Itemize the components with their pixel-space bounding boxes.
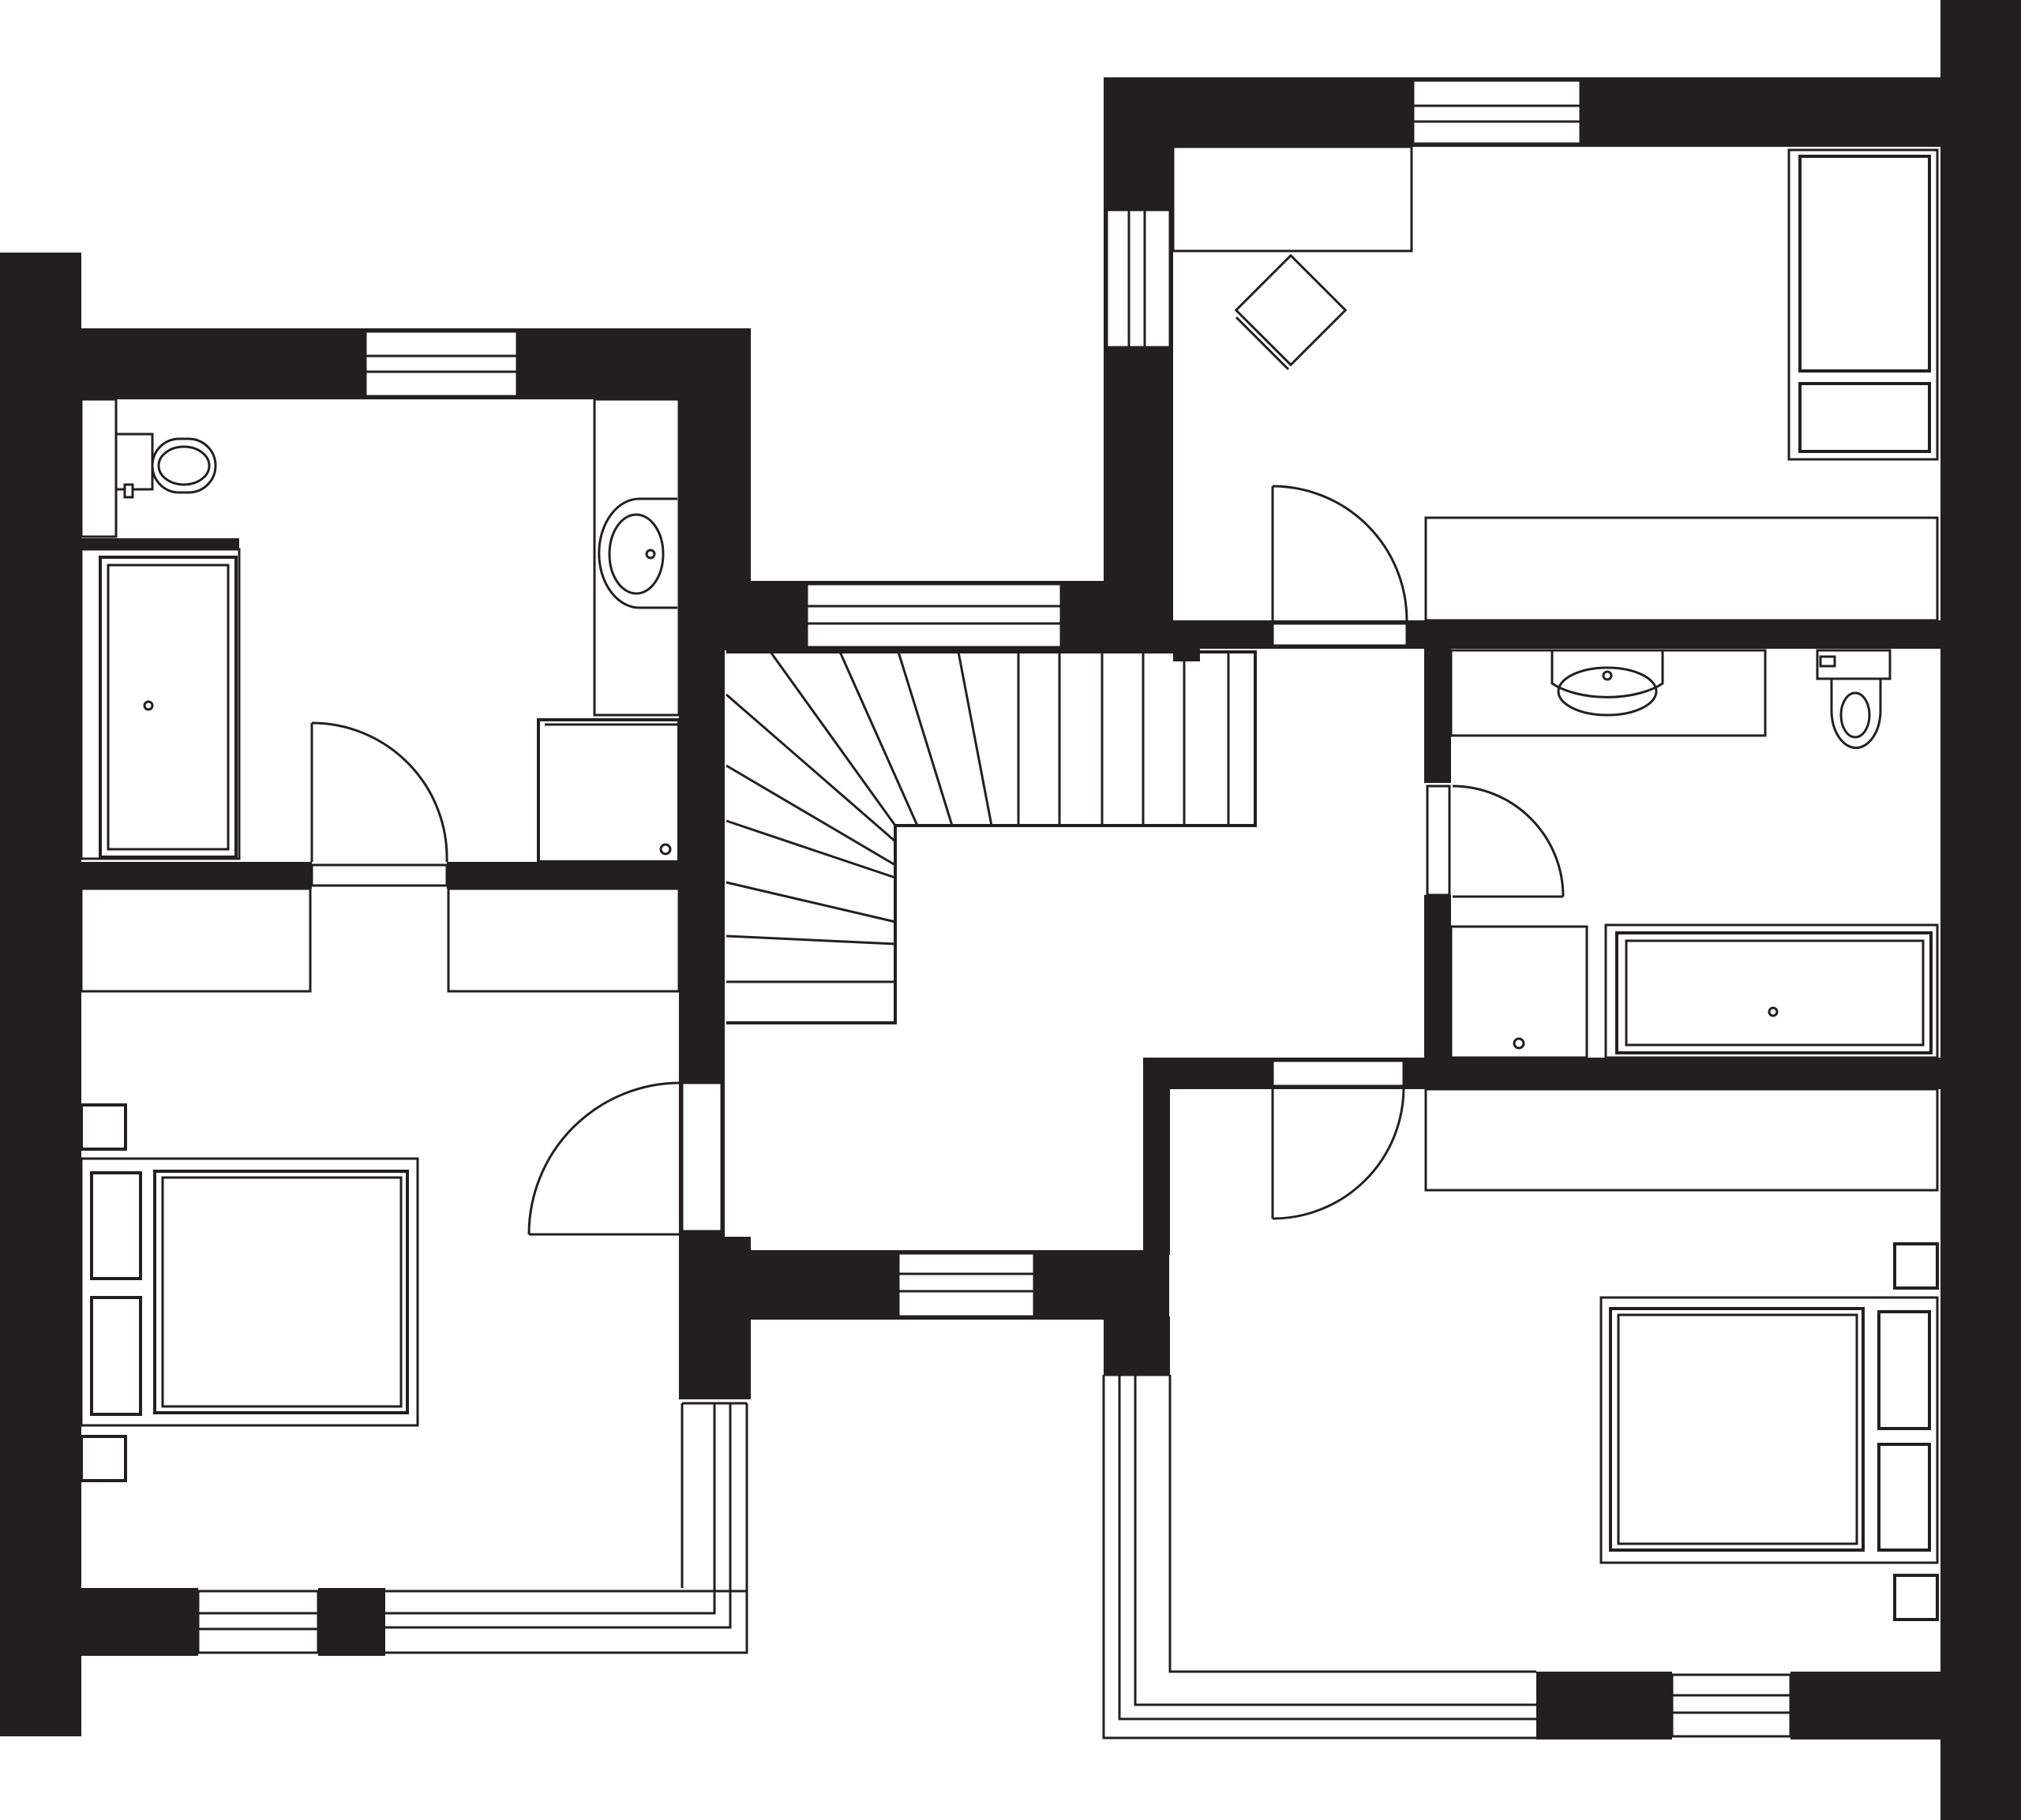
- closet-left-bath: [537, 718, 681, 863]
- door-study[interactable]: [1271, 485, 1408, 647]
- window-hall-bottom: [897, 1252, 1036, 1318]
- sofa-bed-study: [1787, 148, 1939, 461]
- door-right-bath[interactable]: [1426, 785, 1565, 898]
- bed-left: [80, 1103, 419, 1482]
- bed-right: [1599, 1242, 1939, 1621]
- toilet-right: [1816, 649, 1892, 750]
- door-left-bedroom[interactable]: [527, 1081, 723, 1236]
- staircase: [726, 650, 1257, 1024]
- window-left-corner: [385, 1402, 748, 1654]
- window-hall-top: [805, 582, 1063, 649]
- wardrobe-right: [1424, 1088, 1939, 1192]
- window-left-top: [364, 330, 519, 398]
- window-right-bottom: [1670, 1673, 1792, 1738]
- toilet-left: [80, 398, 217, 538]
- bathtub-right: [1604, 923, 1939, 1059]
- closet-right-bath: [1449, 925, 1588, 1059]
- chair: [1234, 253, 1348, 371]
- desk: [1172, 145, 1413, 253]
- right-bedroom-walls: [1104, 1058, 1940, 1739]
- door-right-bedroom[interactable]: [1271, 1059, 1405, 1220]
- shelf-study: [1424, 516, 1939, 622]
- window-study-top: [1412, 79, 1582, 145]
- window-left-bottom-1: [197, 1590, 320, 1654]
- sink-left: [593, 398, 681, 717]
- counter-right-bath: [1449, 649, 1767, 737]
- window-right-corner: [1102, 1373, 1536, 1739]
- bathtub-left: [80, 548, 241, 860]
- door-left-bath[interactable]: [310, 721, 448, 887]
- stair-hall-walls: [679, 581, 1173, 1320]
- wardrobe-left: [80, 887, 681, 993]
- window-study-left: [1105, 208, 1172, 349]
